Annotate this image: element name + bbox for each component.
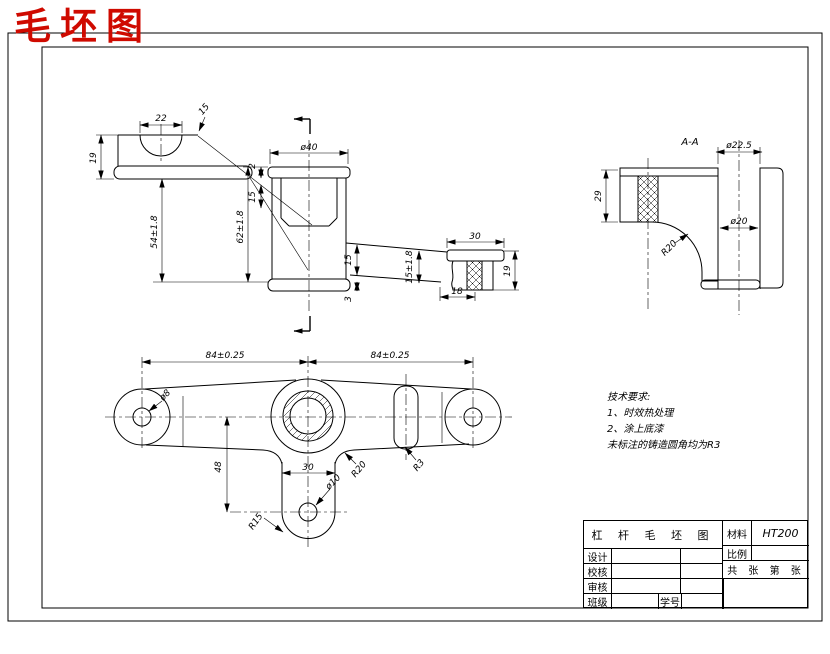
title-block-row-audit: 审核: [584, 579, 612, 594]
title-block-drawing-name: 杠 杆 毛 坯 图: [584, 521, 723, 549]
tech-req-title: 技术要求:: [607, 392, 651, 403]
title-block-audit-extra: [681, 579, 723, 594]
title-block-row-class: 班级: [584, 594, 612, 609]
title-block-material-value: HT200: [752, 521, 809, 546]
title-block-design-extra: [681, 549, 723, 564]
section-label: A-A: [680, 137, 698, 148]
title-block: 杠 杆 毛 坯 图 设计 校核 审核 班级 学号 材料 HT200 比例 共 张…: [583, 520, 809, 609]
dim-hole-bottom: ø10: [323, 473, 343, 493]
dim-drop: 48: [214, 461, 224, 473]
title-block-row-check: 校核: [584, 564, 612, 579]
dim-fillet-rib: R3: [412, 458, 428, 474]
border-frame: [7, 32, 823, 622]
tech-req-item-1: 1、时效热处理: [607, 408, 674, 419]
title-block-row-design: 设计: [584, 549, 612, 564]
front-view: ø40 2 15 54±1.8 62±1.8 15 3 15±1.8 30 18: [150, 116, 519, 334]
title-block-sheet-info: 共 张 第 张: [723, 561, 809, 579]
left-detail-view: 22 15 19: [89, 102, 313, 271]
tech-req-item-3: 未标注的铸造圆角均为R3: [607, 440, 721, 451]
dim-boss-width: 30: [302, 463, 314, 473]
tech-req-item-2: 2、涂上底漆: [607, 424, 664, 435]
dim-arm-tol: 15±1.8: [405, 250, 415, 284]
dim-hole-left: ø8: [157, 388, 173, 404]
dim-bore-depth: 15: [248, 191, 258, 203]
title-block-audit-value: [612, 579, 681, 594]
dim-base: 3: [344, 296, 354, 302]
title-block-scale-value: [752, 546, 809, 561]
dim-left-corner: 15: [197, 102, 212, 117]
title-block-class-value: [612, 594, 659, 609]
dim-left-width: 22: [155, 114, 167, 124]
dim-span-right: 84±0.25: [370, 351, 409, 361]
dim-fillet-left: R20: [350, 460, 369, 480]
dim-hub-height: 62±1.8: [236, 210, 246, 244]
dim-end-lower: 18: [451, 287, 463, 297]
title-block-material-label: 材料: [723, 521, 752, 546]
title-block-student-id-label: 学号: [659, 594, 682, 609]
dim-span-left: 84±0.25: [205, 351, 244, 361]
title-block-divider: [723, 579, 724, 609]
dim-hub-dia: ø40: [300, 143, 318, 153]
dim-section-height: 29: [594, 190, 604, 202]
dim-end-height: 19: [503, 265, 513, 277]
title-block-design-value: [612, 549, 681, 564]
plan-view: 84±0.25 84±0.25 ø8 48 30 R20 R3 ø10 R15: [105, 351, 512, 548]
title-block-student-id-value: [682, 594, 723, 609]
title-block-check-extra: [681, 564, 723, 579]
dim-section-dia-outer: ø22.5: [725, 141, 752, 151]
technical-requirements: 技术要求: 1、时效热处理 2、涂上底漆 未标注的铸造圆角均为R3: [607, 390, 822, 454]
dim-end-width: 30: [469, 232, 481, 242]
title-block-check-value: [612, 564, 681, 579]
drawing-annotation-title: 毛坯图: [14, 7, 152, 48]
title-block-scale-label: 比例: [723, 546, 752, 561]
dim-fillet-bottom: R15: [247, 512, 266, 532]
dim-arm-thick: 15: [344, 254, 354, 266]
dim-left-height: 19: [89, 152, 99, 164]
dim-section-dia-bore: ø20: [730, 217, 748, 227]
dim-allowance: 2: [248, 163, 258, 169]
dim-boss-height: 54±1.8: [150, 215, 160, 249]
section-view-aa: A-A ø22.5 ø20 R20 29: [594, 137, 784, 315]
